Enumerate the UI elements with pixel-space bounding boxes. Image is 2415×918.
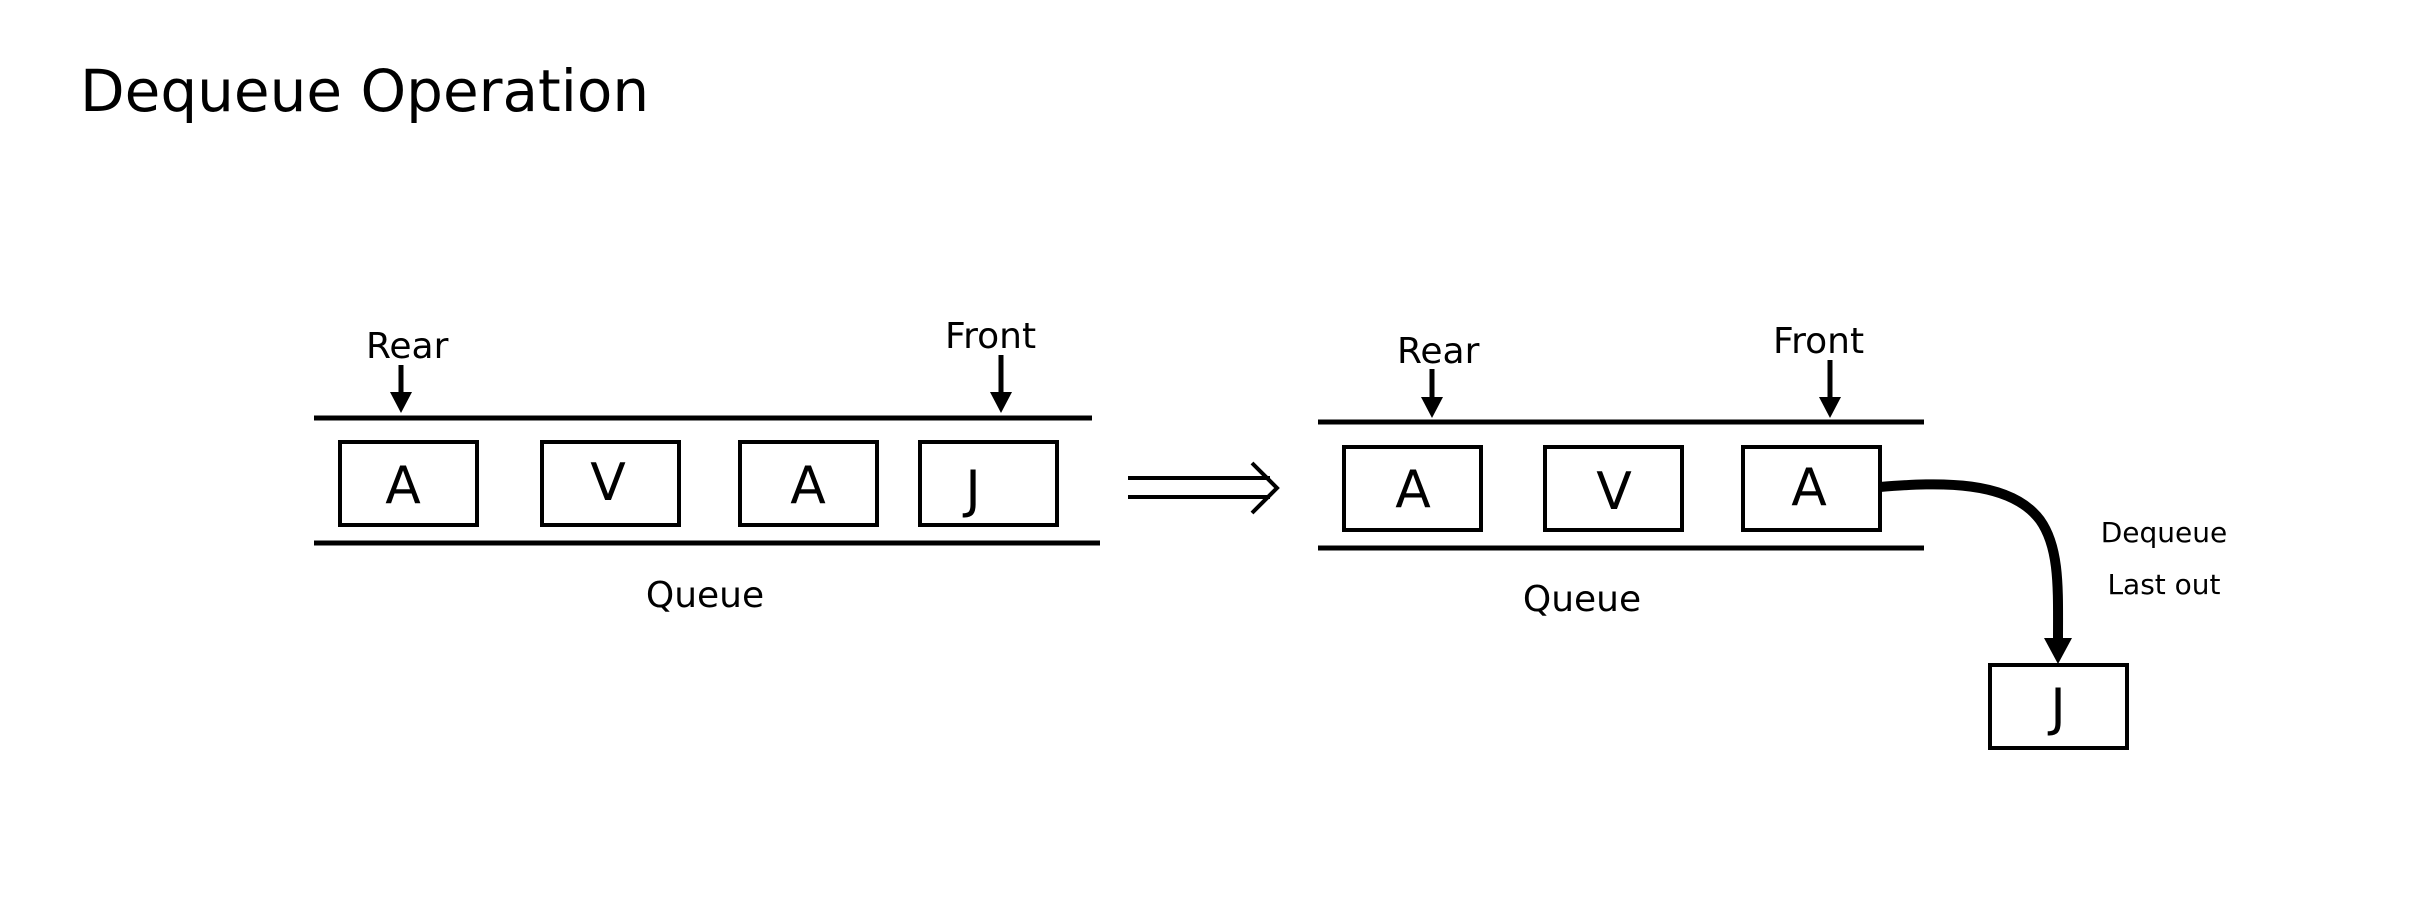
queue-before-cell: V: [540, 440, 681, 527]
cell-letter: J: [962, 460, 980, 520]
queue-before-cell: A: [738, 440, 879, 527]
rear-label-before: Rear: [366, 326, 449, 367]
queue-after-cell: A: [1741, 445, 1882, 532]
rear-pointer-arrow-after: [1421, 369, 1443, 418]
front-label-before: Front: [945, 316, 1036, 357]
front-pointer-arrow-before: [990, 355, 1012, 413]
cell-letter: V: [1596, 462, 1632, 522]
rear-pointer-arrow-before: [390, 365, 412, 413]
dequeue-label: Dequeue: [2101, 516, 2228, 549]
queue-before-cell: A: [338, 440, 479, 527]
dequeued-element: J: [1988, 663, 2129, 750]
queue-before: Rear Front A V A J Queue: [314, 316, 1100, 616]
cell-letter: A: [1395, 460, 1431, 520]
front-label-after: Front: [1773, 321, 1864, 362]
dequeued-letter: J: [2047, 678, 2065, 738]
dequeue-curve-arrow-icon: [1879, 479, 2072, 664]
cell-letter: A: [1791, 458, 1827, 518]
queue-after: Rear Front A V A Queue: [1318, 321, 1924, 620]
queue-label-before: Queue: [646, 575, 764, 616]
rear-label-after: Rear: [1397, 331, 1480, 372]
queue-after-cell: V: [1543, 445, 1684, 532]
cell-letter: V: [590, 453, 626, 513]
front-pointer-arrow-after: [1819, 360, 1841, 418]
queue-after-cell: A: [1342, 445, 1483, 532]
cell-letter: A: [385, 456, 421, 516]
queue-before-cell: J: [918, 440, 1059, 527]
last-out-label: Last out: [2107, 568, 2220, 601]
cell-letter: A: [790, 456, 826, 516]
transition-arrow-icon: [1128, 461, 1280, 515]
queue-label-after: Queue: [1523, 579, 1641, 620]
page-title: Dequeue Operation: [80, 57, 650, 125]
